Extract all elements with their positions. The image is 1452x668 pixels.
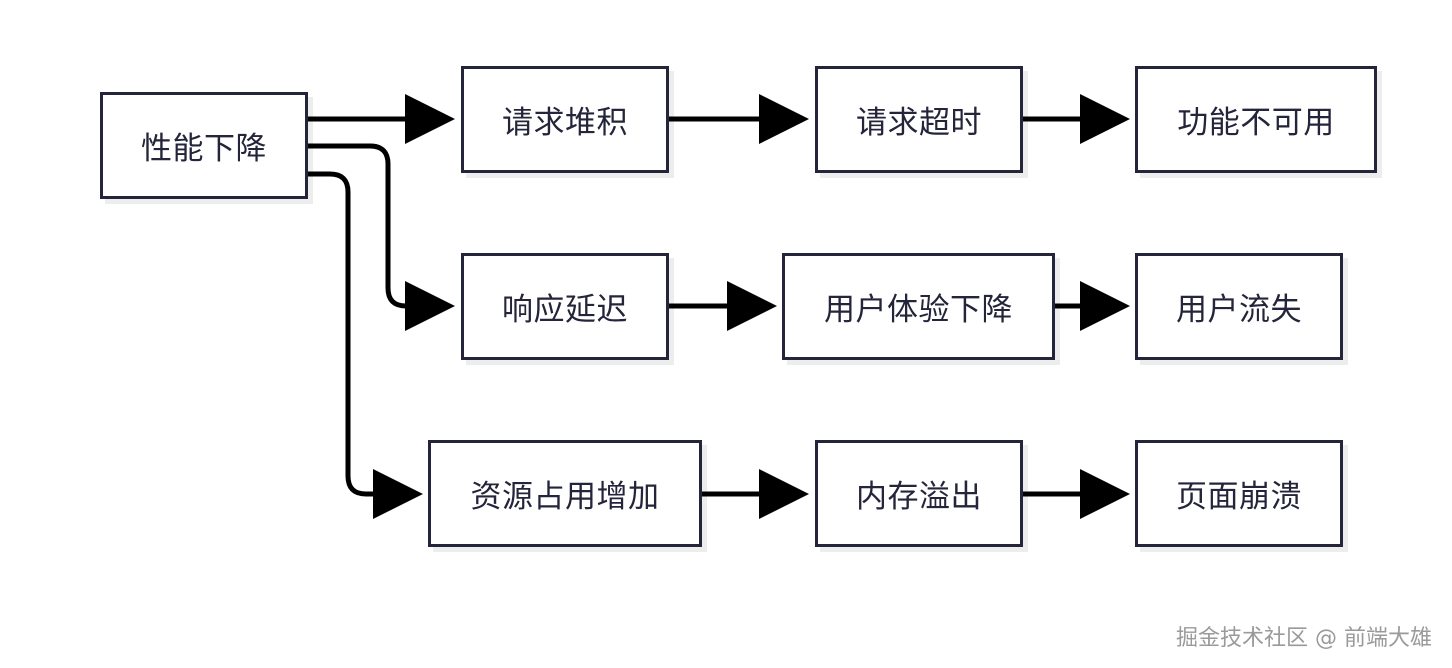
node-label: 响应延迟 (502, 292, 628, 328)
node-label: 请求堆积 (502, 105, 628, 141)
node-label: 用户体验下降 (824, 292, 1013, 328)
node-feature-unavailable: 功能不可用 (1135, 66, 1377, 173)
watermark-text: 掘金技术社区 @ 前端大雄 (1176, 626, 1432, 651)
node-memory-overflow: 内存溢出 (815, 440, 1023, 547)
node-label: 性能下降 (141, 131, 267, 167)
node-label: 请求超时 (856, 105, 982, 141)
edge-root-to-resource-increase (308, 171, 423, 519)
node-ux-decline: 用户体验下降 (782, 253, 1055, 360)
node-performance-decline: 性能下降 (100, 92, 308, 199)
edge-root-to-response-delay (308, 143, 455, 331)
node-label: 功能不可用 (1177, 105, 1335, 141)
node-label: 用户流失 (1176, 292, 1302, 328)
node-request-backlog: 请求堆积 (461, 66, 669, 173)
node-label: 内存溢出 (856, 479, 982, 515)
node-request-timeout: 请求超时 (815, 66, 1023, 173)
node-user-churn: 用户流失 (1135, 253, 1343, 360)
node-label: 页面崩溃 (1176, 479, 1302, 515)
node-response-delay: 响应延迟 (461, 253, 669, 360)
node-label: 资源占用增加 (470, 479, 660, 515)
node-page-crash: 页面崩溃 (1135, 440, 1343, 547)
node-resource-increase: 资源占用增加 (428, 440, 702, 547)
